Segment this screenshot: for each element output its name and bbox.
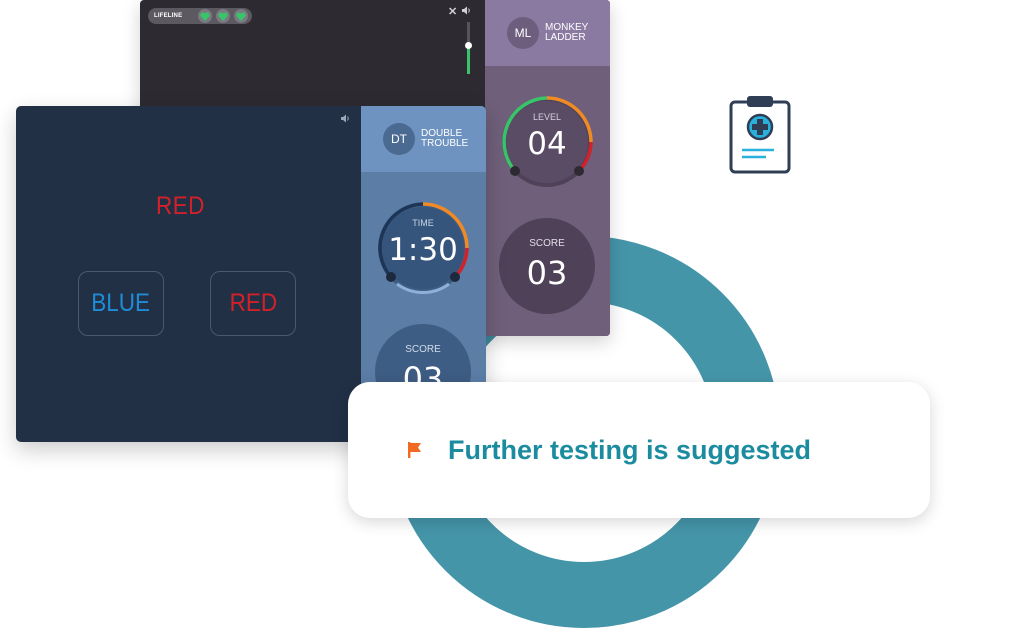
choice-label: BLUE [91,289,151,317]
game-badge: DT [383,123,415,155]
close-icon[interactable]: ✕ [448,6,458,18]
volume-slider[interactable] [465,22,472,74]
heart-icon [198,9,213,23]
level-label: LEVEL [532,112,562,122]
game-title: MONKEY LADDER [545,23,605,43]
heart-icon [216,9,231,23]
game-title-line: MONKEY [545,22,589,33]
game-title-line: DOUBLE [421,128,463,139]
score-label: SCORE [405,344,441,355]
lifeline-bar: LIFELINE [148,8,253,24]
game-title-line: LADDER [545,32,586,43]
volume-slider-knob[interactable] [465,42,472,49]
heart-icon [234,9,249,23]
choice-label: RED [229,289,277,317]
timer-gauge: TIME 1:30 [373,198,473,298]
result-notice-card: Further testing is suggested [348,382,930,518]
level-value: 04 [527,126,567,162]
score-circle: SCORE 03 [499,218,595,314]
game-title-line: TROUBLE [421,138,469,149]
color-word-prompt: RED [156,192,205,220]
time-label: TIME [412,218,434,228]
level-gauge: LEVEL 04 [497,92,597,192]
lifeline-label: LIFELINE [154,13,183,19]
score-value: 03 [526,254,568,292]
speaker-icon[interactable] [462,6,471,15]
double-trouble-header: DT DOUBLE TROUBLE [361,106,486,172]
monkey-ladder-sidebar: ML MONKEY LADDER LEVEL 04 SCORE 03 [485,0,610,336]
notice-text: Further testing is suggested [448,434,812,465]
choice-button-red[interactable]: RED [210,271,296,336]
game-title: DOUBLE TROUBLE [421,129,481,149]
volume-slider-fill [467,45,470,74]
score-label: SCORE [529,238,565,249]
medical-clipboard-icon [729,96,791,174]
speaker-icon[interactable] [341,114,350,123]
time-value: 1:30 [388,232,458,268]
flag-icon [408,442,421,458]
monkey-ladder-header: ML MONKEY LADDER [485,0,610,66]
game-badge: ML [507,17,539,49]
choice-button-blue[interactable]: BLUE [78,271,164,336]
